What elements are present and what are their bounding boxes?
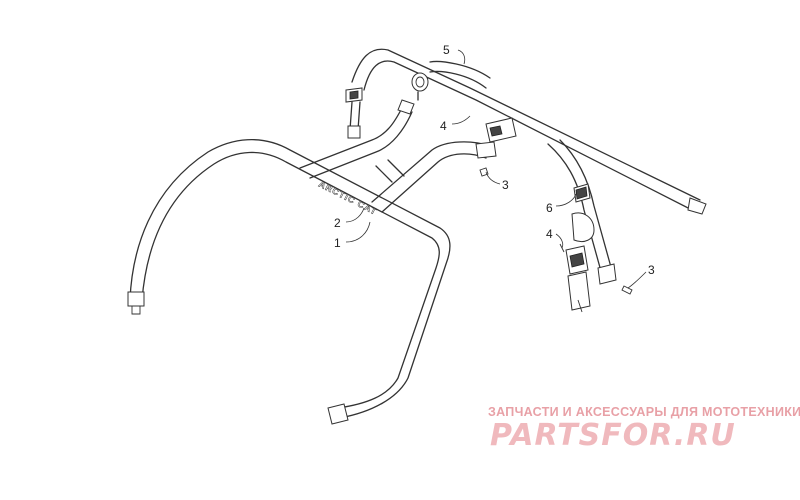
rear-roll-bar xyxy=(351,48,707,215)
lower-belt-buckle xyxy=(559,212,633,313)
callout-4-upper: 4 xyxy=(440,119,447,133)
watermark-subtitle: ЗАПЧАСТИ И АКСЕССУАРЫ ДЛЯ МОТОТЕХНИКИ xyxy=(488,405,800,419)
front-roll-bar xyxy=(127,139,451,425)
right-upright xyxy=(547,139,617,285)
brand-decal-text: ARCTIC CAT xyxy=(317,179,379,217)
callout-3-upper: 3 xyxy=(502,178,509,192)
front-cross-tubes xyxy=(299,99,491,213)
left-seat-belt xyxy=(345,87,363,139)
callout-2: 2 xyxy=(334,216,341,230)
callouts: 5 4 3 2 1 6 4 3 xyxy=(334,43,655,277)
leader-lines xyxy=(345,49,647,289)
callout-1: 1 xyxy=(334,236,341,250)
watermark-logo: PARTSFOR.RU xyxy=(490,418,736,453)
callout-3-lower: 3 xyxy=(648,263,655,277)
rear-bar-clamp xyxy=(411,72,429,101)
callout-6: 6 xyxy=(546,201,553,215)
callout-5: 5 xyxy=(443,43,450,57)
upper-mount-bracket xyxy=(475,117,517,177)
brand-decal: ARCTIC CAT xyxy=(317,179,379,218)
callout-4-lower: 4 xyxy=(546,227,553,241)
